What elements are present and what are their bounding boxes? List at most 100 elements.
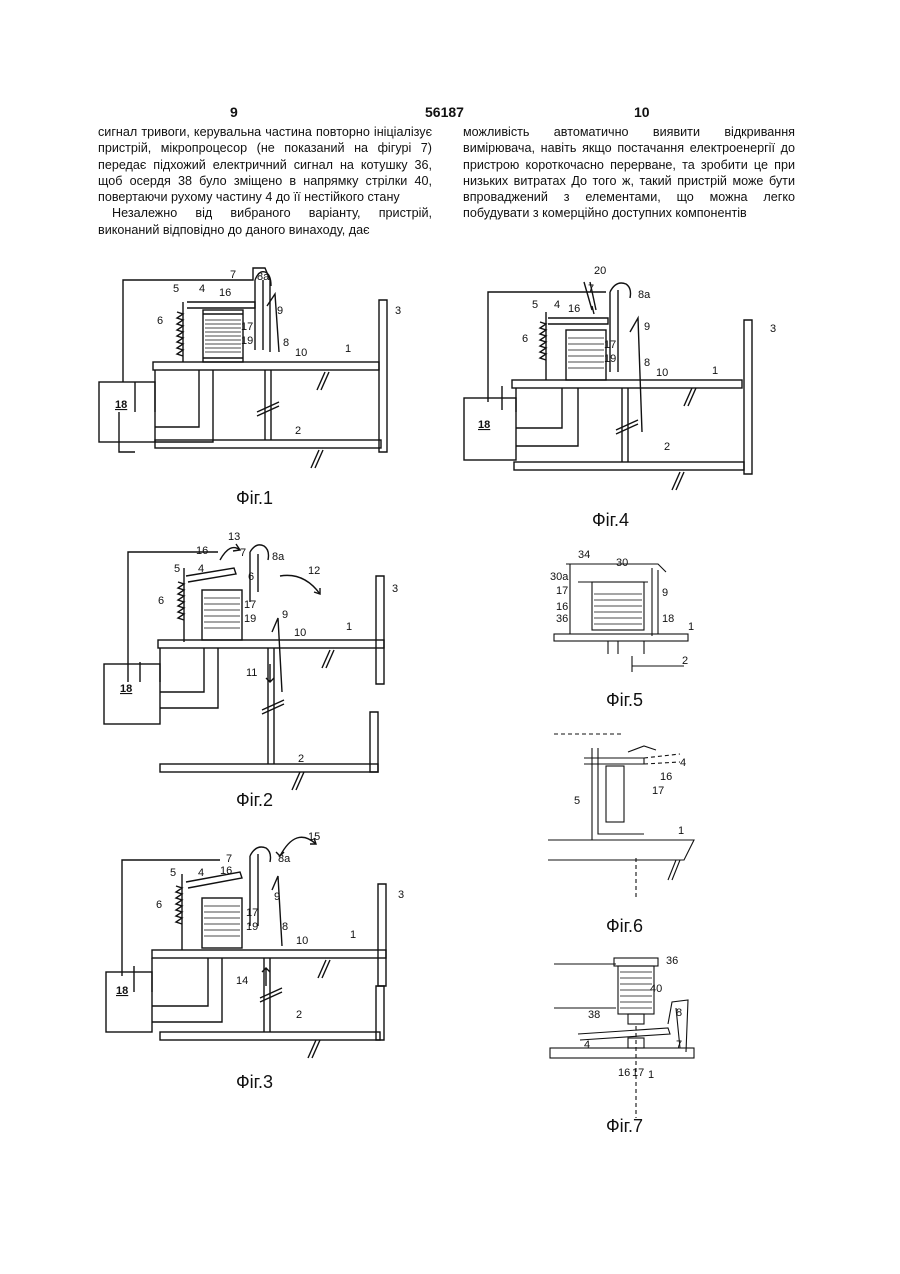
svg-text:16: 16	[618, 1067, 630, 1079]
figure-3-caption: Фіг.3	[236, 1072, 273, 1093]
svg-text:5: 5	[174, 563, 180, 575]
svg-text:16: 16	[220, 865, 232, 877]
svg-text:9: 9	[282, 609, 288, 621]
svg-text:17: 17	[246, 907, 258, 919]
svg-text:17: 17	[244, 599, 256, 611]
svg-text:1: 1	[345, 343, 351, 355]
figure-5-caption: Фіг.5	[606, 690, 643, 711]
svg-text:6: 6	[522, 333, 528, 345]
svg-text:19: 19	[246, 921, 258, 933]
svg-text:38: 38	[588, 1009, 600, 1021]
svg-text:9: 9	[662, 587, 668, 599]
svg-text:16: 16	[660, 771, 672, 783]
svg-text:5: 5	[170, 867, 176, 879]
svg-text:10: 10	[295, 347, 307, 359]
figure-2-caption: Фіг.2	[236, 790, 273, 811]
figure-7-caption: Фіг.7	[606, 1116, 643, 1137]
svg-text:6: 6	[158, 595, 164, 607]
svg-text:5: 5	[574, 795, 580, 807]
svg-text:1: 1	[688, 621, 694, 633]
svg-text:13: 13	[228, 531, 240, 543]
svg-text:5: 5	[532, 299, 538, 311]
left-text-column: сигнал тривоги, керувальна частина повто…	[98, 124, 432, 238]
svg-text:34: 34	[578, 549, 590, 561]
page-number-right: 10	[634, 104, 650, 120]
svg-text:18: 18	[116, 985, 128, 997]
svg-text:14: 14	[236, 975, 248, 987]
svg-text:1: 1	[712, 365, 718, 377]
svg-text:9: 9	[274, 891, 280, 903]
svg-text:17: 17	[241, 321, 253, 333]
svg-text:7: 7	[676, 1039, 682, 1051]
svg-text:9: 9	[644, 321, 650, 333]
svg-text:4: 4	[199, 283, 205, 295]
svg-text:18: 18	[478, 419, 490, 431]
svg-text:19: 19	[244, 613, 256, 625]
svg-text:10: 10	[656, 367, 668, 379]
svg-text:7: 7	[230, 269, 236, 281]
svg-text:6: 6	[157, 315, 163, 327]
svg-text:8: 8	[644, 357, 650, 369]
svg-text:2: 2	[664, 441, 670, 453]
svg-text:6: 6	[248, 571, 254, 583]
svg-text:36: 36	[666, 955, 678, 967]
svg-text:7: 7	[588, 283, 594, 295]
svg-text:3: 3	[398, 889, 404, 901]
svg-text:20: 20	[594, 265, 606, 277]
figure-1-drawing: 78a 5416 93 61719 8101 182	[95, 262, 415, 472]
svg-text:1: 1	[678, 825, 684, 837]
svg-text:8: 8	[283, 337, 289, 349]
svg-text:8a: 8a	[272, 551, 285, 563]
svg-text:1: 1	[346, 621, 352, 633]
svg-text:19: 19	[241, 335, 253, 347]
svg-text:7: 7	[226, 853, 232, 865]
svg-text:2: 2	[296, 1009, 302, 1021]
svg-text:5: 5	[173, 283, 179, 295]
svg-text:11: 11	[246, 667, 257, 679]
svg-text:2: 2	[295, 425, 301, 437]
svg-text:18: 18	[120, 683, 132, 695]
svg-text:8: 8	[676, 1007, 682, 1019]
left-paragraph-2: Незалежно від вибраного варіанту, пристр…	[98, 205, 432, 238]
figure-1-caption: Фіг.1	[236, 488, 273, 509]
svg-text:16: 16	[568, 303, 580, 315]
svg-text:16: 16	[196, 545, 208, 557]
svg-text:2: 2	[298, 753, 304, 765]
svg-text:17: 17	[604, 339, 616, 351]
svg-text:2: 2	[682, 655, 688, 667]
svg-text:36: 36	[556, 613, 568, 625]
right-paragraph-1: можливість автоматично виявити відкриван…	[463, 124, 795, 222]
svg-text:30a: 30a	[550, 571, 569, 583]
figure-3-drawing: 716 8a 15 5 4 9 3 6 17 19 8 10 1 14 18 2	[100, 826, 410, 1066]
svg-text:3: 3	[770, 323, 776, 335]
svg-text:30: 30	[616, 557, 628, 569]
svg-text:17: 17	[632, 1067, 644, 1079]
svg-text:4: 4	[198, 867, 204, 879]
svg-text:7: 7	[240, 547, 246, 559]
svg-text:17: 17	[652, 785, 664, 797]
svg-text:4: 4	[554, 299, 560, 311]
svg-text:4: 4	[584, 1039, 590, 1051]
svg-text:1: 1	[648, 1069, 654, 1081]
svg-text:18: 18	[115, 399, 127, 411]
svg-text:8a: 8a	[638, 289, 651, 301]
right-text-column: можливість автоматично виявити відкриван…	[463, 124, 795, 222]
svg-text:19: 19	[604, 353, 616, 365]
svg-text:16: 16	[219, 287, 231, 299]
svg-text:16: 16	[556, 601, 568, 613]
figure-7-drawing: 364038 874 16171	[548, 952, 698, 1118]
svg-text:18: 18	[662, 613, 674, 625]
figure-6-caption: Фіг.6	[606, 916, 643, 937]
figure-2-drawing: 16137 8a612 543 61719 9101 11182	[100, 532, 410, 782]
svg-text:10: 10	[296, 935, 308, 947]
svg-text:3: 3	[395, 305, 401, 317]
svg-text:4: 4	[680, 757, 686, 769]
svg-text:10: 10	[294, 627, 306, 639]
svg-text:8a: 8a	[278, 853, 291, 865]
svg-text:8: 8	[282, 921, 288, 933]
svg-text:6: 6	[156, 899, 162, 911]
svg-text:4: 4	[198, 563, 204, 575]
svg-text:1: 1	[350, 929, 356, 941]
svg-text:17: 17	[556, 585, 568, 597]
svg-text:15: 15	[308, 831, 320, 843]
